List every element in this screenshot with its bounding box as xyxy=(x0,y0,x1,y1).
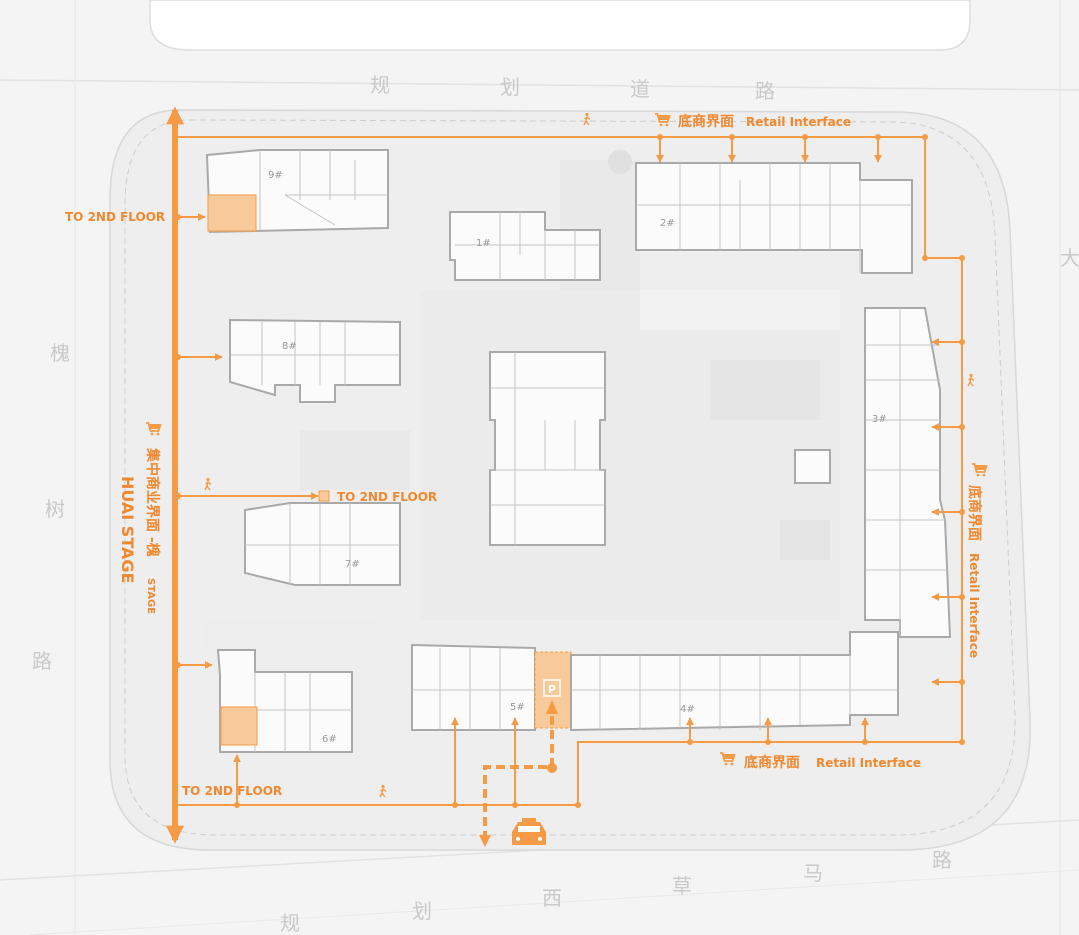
building-central[interactable] xyxy=(489,351,606,546)
svg-text:规: 规 xyxy=(370,73,390,97)
svg-text:1#: 1# xyxy=(476,238,491,249)
svg-text:路: 路 xyxy=(755,79,775,103)
retail-interface-top-cn: 底商界面 xyxy=(678,113,734,130)
road-name-south: 规 划 西 草 马 路 xyxy=(280,848,952,935)
building-small[interactable] xyxy=(794,449,831,484)
parking-icon: P xyxy=(548,683,556,696)
retail-interface-right-en: Retail Interface xyxy=(967,553,981,658)
to-2nd-floor-label-2: TO 2ND FLOOR xyxy=(337,490,437,504)
svg-text:路: 路 xyxy=(932,848,952,872)
retail-interface-bottom-cn: 底商界面 xyxy=(744,754,800,771)
road-name-north: 规 划 道 路 xyxy=(370,73,775,103)
svg-text:2#: 2# xyxy=(660,218,675,229)
building-8[interactable]: 8# xyxy=(229,318,401,403)
retail-interface-top-en: Retail Interface xyxy=(746,115,851,129)
svg-text:6#: 6# xyxy=(322,734,337,745)
svg-text:槐: 槐 xyxy=(50,341,70,365)
svg-text:路: 路 xyxy=(32,649,52,673)
landscape xyxy=(205,150,840,650)
huai-stage-cn-label: 集中商业界面 -槐 xyxy=(144,447,161,557)
svg-text:西: 西 xyxy=(542,886,562,910)
retail-interface-right-cn: 底商界面 xyxy=(966,485,983,541)
svg-text:道: 道 xyxy=(630,77,650,101)
site-inner-boundary xyxy=(124,119,1016,836)
building-3[interactable]: 3# xyxy=(864,307,952,638)
svg-text:4#: 4# xyxy=(680,704,695,715)
svg-text:规: 规 xyxy=(280,911,300,935)
svg-text:划: 划 xyxy=(412,899,432,923)
svg-text:8#: 8# xyxy=(282,341,297,352)
building-6[interactable]: 6# xyxy=(216,649,353,753)
to-2nd-floor-label-3: TO 2ND FLOOR xyxy=(182,784,282,798)
building-2[interactable]: 2# xyxy=(635,162,913,274)
road-name-west: 槐 树 路 xyxy=(32,341,70,673)
svg-text:草: 草 xyxy=(672,874,692,898)
building-5[interactable]: 5# xyxy=(411,643,536,731)
svg-text:马: 马 xyxy=(803,861,823,885)
building-7[interactable]: 7# xyxy=(244,502,401,586)
taxi-icon xyxy=(512,818,546,845)
parking-area[interactable]: P xyxy=(534,651,572,729)
svg-text:树: 树 xyxy=(45,497,65,521)
retail-interface-bottom-en: Retail Interface xyxy=(816,756,921,770)
building-1[interactable]: 1# xyxy=(449,211,601,281)
building-4[interactable]: 4# xyxy=(570,631,899,732)
svg-text:3#: 3# xyxy=(872,414,887,425)
to-2nd-floor-label-1: TO 2ND FLOOR xyxy=(65,210,165,224)
road-name-east: 大 xyxy=(1060,246,1079,270)
building-9[interactable]: 9# xyxy=(205,149,389,234)
huai-stage-en-label: HUAI STAGE xyxy=(118,476,137,583)
huai-stage-small-label: STAGE xyxy=(145,578,156,614)
svg-text:9#: 9# xyxy=(268,170,283,181)
circulation xyxy=(166,106,965,847)
svg-text:划: 划 xyxy=(500,75,520,99)
svg-text:7#: 7# xyxy=(345,559,360,570)
svg-text:5#: 5# xyxy=(510,702,525,713)
